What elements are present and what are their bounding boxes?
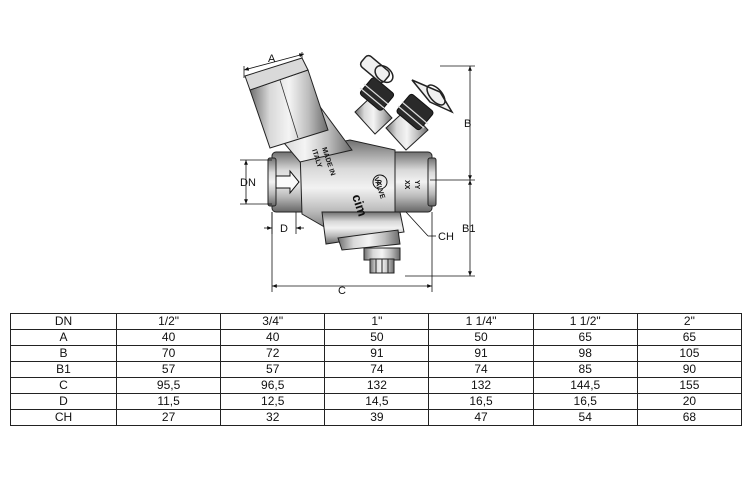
code-yy: YY [413, 180, 420, 190]
table-cell: 91 [324, 345, 430, 362]
table-cell: 70 [115, 345, 222, 362]
table-cell: 54 [532, 409, 638, 426]
table-cell: 3/4" [220, 313, 326, 330]
table-cell: 65 [636, 329, 743, 346]
table-cell: 132 [428, 377, 534, 394]
table-cell: 50 [324, 329, 430, 346]
brand-text: cim [349, 192, 370, 218]
row-label: D [10, 393, 117, 410]
dim-label-b: B [464, 118, 471, 130]
table-cell: 32 [220, 409, 326, 426]
table-cell: 96,5 [220, 377, 326, 394]
table-cell: 72 [220, 345, 326, 362]
table-cell: 144,5 [532, 377, 638, 394]
table-cell: 40 [220, 329, 326, 346]
row-label: A [10, 329, 117, 346]
test-cap-left [359, 54, 394, 84]
table-cell: 20 [636, 393, 743, 410]
row-label: CH [10, 409, 117, 426]
drain-plug [363, 247, 401, 261]
svg-text:R: R [377, 180, 382, 187]
table-cell: 68 [636, 409, 743, 426]
table-cell: 14,5 [324, 393, 430, 410]
table-cell: 57 [115, 361, 222, 378]
table-cell: 12,5 [220, 393, 326, 410]
table-cell: 65 [532, 329, 638, 346]
dim-label-d: D [280, 223, 288, 235]
table-cell: 57 [220, 361, 326, 378]
table-cell: 74 [324, 361, 430, 378]
table-cell: 105 [636, 345, 743, 362]
dim-label-dn: DN [240, 177, 256, 189]
table-cell: 27 [115, 409, 222, 426]
outlet-end [391, 151, 433, 213]
dim-label-b1: B1 [462, 223, 475, 235]
table-cell: 16,5 [532, 393, 638, 410]
table-cell: 85 [532, 361, 638, 378]
table-cell: 2" [636, 313, 743, 330]
valve-technical-drawing: XX YY MADE IN ITALY VALVE cim R [240, 52, 475, 297]
table-cell: 74 [428, 361, 534, 378]
table-cell: 1 1/2" [532, 313, 638, 330]
table-cell: 39 [324, 409, 430, 426]
table-cell: 91 [428, 345, 534, 362]
table-cell: 98 [532, 345, 638, 362]
table-cell: 95,5 [115, 377, 222, 394]
table-cell: 16,5 [428, 393, 534, 410]
brand-logo [372, 174, 388, 190]
table-cell: 1/2" [115, 313, 222, 330]
row-label: DN [10, 313, 117, 330]
row-label: C [10, 377, 117, 394]
code-xx: XX [403, 180, 410, 190]
table-cell: 47 [428, 409, 534, 426]
row-label: B [10, 345, 117, 362]
test-port-left [359, 77, 395, 111]
test-cap-right [411, 79, 454, 114]
table-cell: 1" [324, 313, 430, 330]
table-cell: 155 [636, 377, 743, 394]
flow-arrow-icon [275, 169, 300, 195]
table-cell: 90 [636, 361, 743, 378]
row-label: B1 [10, 361, 117, 378]
table-cell: 1 1/4" [428, 313, 534, 330]
table-cell: 40 [115, 329, 222, 346]
dim-label-a: A [268, 53, 276, 65]
table-cell: 11,5 [115, 393, 222, 410]
dimension-lines [240, 52, 475, 292]
dim-label-ch: CH [438, 231, 454, 243]
valve-body: XX YY MADE IN ITALY VALVE cim R [244, 54, 454, 274]
dim-label-c: C [338, 285, 346, 297]
test-port-right [396, 93, 434, 131]
table-cell: 132 [324, 377, 430, 394]
table-cell: 50 [428, 329, 534, 346]
